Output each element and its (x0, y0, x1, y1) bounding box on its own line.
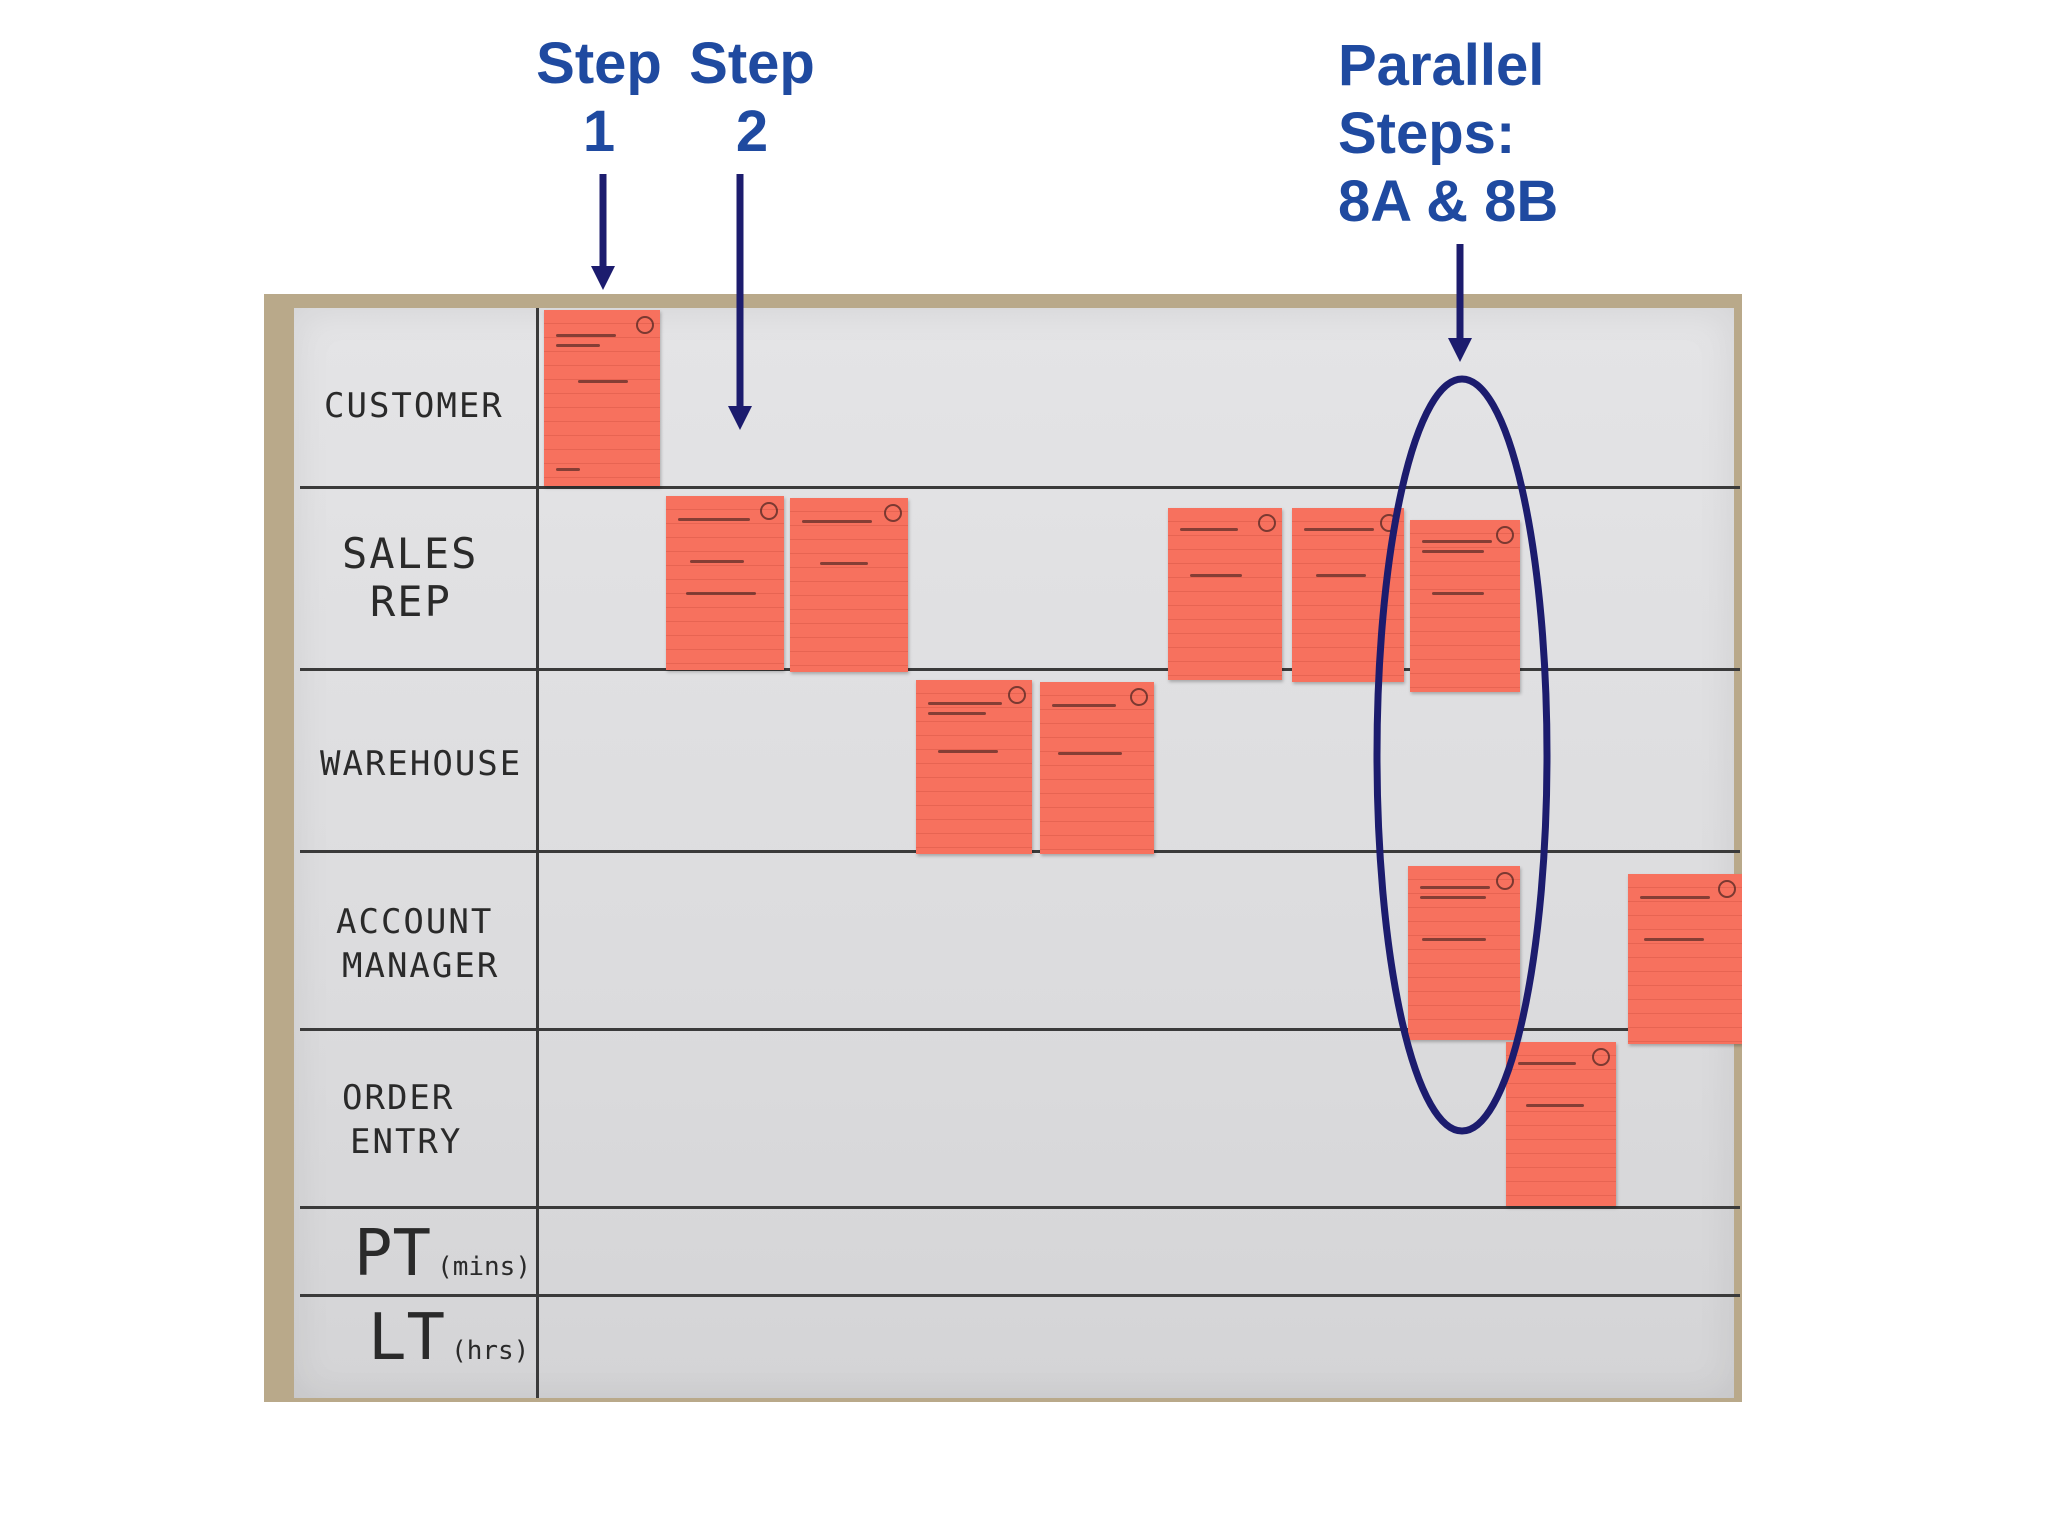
sticky-note-step-10 (1628, 874, 1742, 1044)
step-number-marker (1718, 880, 1736, 898)
lane-label-order-entry: ORDER ENTRY (342, 1076, 462, 1164)
handwriting (1304, 528, 1374, 531)
sticky-note-step-8a (1410, 520, 1520, 692)
sticky-note-step-9 (1506, 1042, 1616, 1206)
lane-label-warehouse-text: WAREHOUSE (320, 744, 522, 784)
handwriting (1052, 704, 1116, 707)
label-column-divider (536, 308, 539, 1398)
lane-divider (300, 1206, 1740, 1209)
lane-label-customer: CUSTOMER (324, 384, 504, 428)
lane-divider (300, 486, 1740, 489)
handwriting (1640, 896, 1710, 899)
swimlane-board-photo: CUSTOMER SALES REP WAREHOUSE ACCOUNT MAN… (264, 294, 1742, 1402)
parallel-steps-line-3: 8A & 8B (1338, 168, 1558, 236)
lane-label-warehouse: WAREHOUSE (320, 742, 522, 786)
step-2-label: Step 2 (684, 30, 820, 166)
lane-divider (300, 668, 1740, 671)
handwriting (578, 380, 628, 383)
lane-label-pt-unit: (mins) (437, 1252, 531, 1282)
step-number-marker (1496, 872, 1514, 890)
handwriting (802, 520, 872, 523)
step-number-marker (1496, 526, 1514, 544)
lane-label-account-manager-line-1: ACCOUNT (336, 900, 499, 944)
handwriting (1058, 752, 1122, 755)
lane-label-sales-rep-line-1: SALES (342, 530, 478, 578)
handwriting (1180, 528, 1238, 531)
step-1-label: Step 1 (534, 30, 664, 166)
handwriting (820, 562, 868, 565)
sticky-note-step-5 (1040, 682, 1154, 854)
lane-label-customer-text: CUSTOMER (324, 386, 504, 426)
step-2-number: 2 (684, 98, 820, 166)
parallel-steps-line-1: Parallel (1338, 32, 1558, 100)
handwriting (1644, 938, 1704, 941)
lane-label-order-entry-line-2: ENTRY (342, 1120, 462, 1164)
handwriting (928, 712, 986, 715)
step-number-marker (636, 316, 654, 334)
sticky-note-step-2 (666, 496, 784, 670)
step-2-word: Step (684, 30, 820, 98)
sticky-note-step-6 (1168, 508, 1282, 680)
step-number-marker (884, 504, 902, 522)
step-1-word: Step (534, 30, 664, 98)
step-number-marker (1130, 688, 1148, 706)
handwriting (1422, 938, 1486, 941)
lane-label-lt: LT(hrs) (368, 1306, 529, 1383)
handwriting (556, 468, 580, 471)
handwriting (1420, 896, 1486, 899)
handwriting (686, 592, 756, 595)
sticky-note-step-7 (1292, 508, 1404, 682)
step-1-arrow (591, 174, 615, 290)
step-number-marker (1592, 1048, 1610, 1066)
lane-label-account-manager-line-2: MANAGER (336, 944, 499, 988)
handwriting (928, 702, 1002, 705)
sticky-note-step-3 (790, 498, 908, 672)
handwriting (1422, 550, 1484, 553)
handwriting (938, 750, 998, 753)
handwriting (690, 560, 744, 563)
lane-label-sales-rep: SALES REP (342, 530, 478, 626)
handwriting (556, 334, 616, 337)
lane-label-account-manager: ACCOUNT MANAGER (336, 900, 499, 988)
sticky-note-step-4 (916, 680, 1032, 854)
handwriting (1518, 1062, 1576, 1065)
handwriting (1432, 592, 1484, 595)
handwriting (678, 518, 750, 521)
handwriting (1190, 574, 1242, 577)
step-1-number: 1 (534, 98, 664, 166)
lane-divider (300, 1028, 1740, 1031)
parallel-steps-label: Parallel Steps: 8A & 8B (1338, 32, 1558, 236)
step-number-marker (1258, 514, 1276, 532)
sticky-note-step-8b (1408, 866, 1520, 1040)
handwriting (1526, 1104, 1584, 1107)
lane-label-lt-text: LT (368, 1301, 445, 1375)
handwriting (556, 344, 600, 347)
lane-label-order-entry-line-1: ORDER (342, 1076, 462, 1120)
handwriting (1422, 540, 1492, 543)
parallel-steps-line-2: Steps: (1338, 100, 1558, 168)
lane-label-lt-unit: (hrs) (451, 1336, 529, 1366)
step-number-marker (1008, 686, 1026, 704)
step-number-marker (1380, 514, 1398, 532)
handwriting (1316, 574, 1366, 577)
sticky-note-step-1 (544, 310, 660, 486)
lane-label-pt-text: PT (354, 1217, 431, 1291)
lane-label-sales-rep-line-2: REP (342, 578, 478, 626)
lane-label-pt: PT(mins) (354, 1222, 531, 1299)
handwriting (1420, 886, 1490, 889)
step-number-marker (760, 502, 778, 520)
